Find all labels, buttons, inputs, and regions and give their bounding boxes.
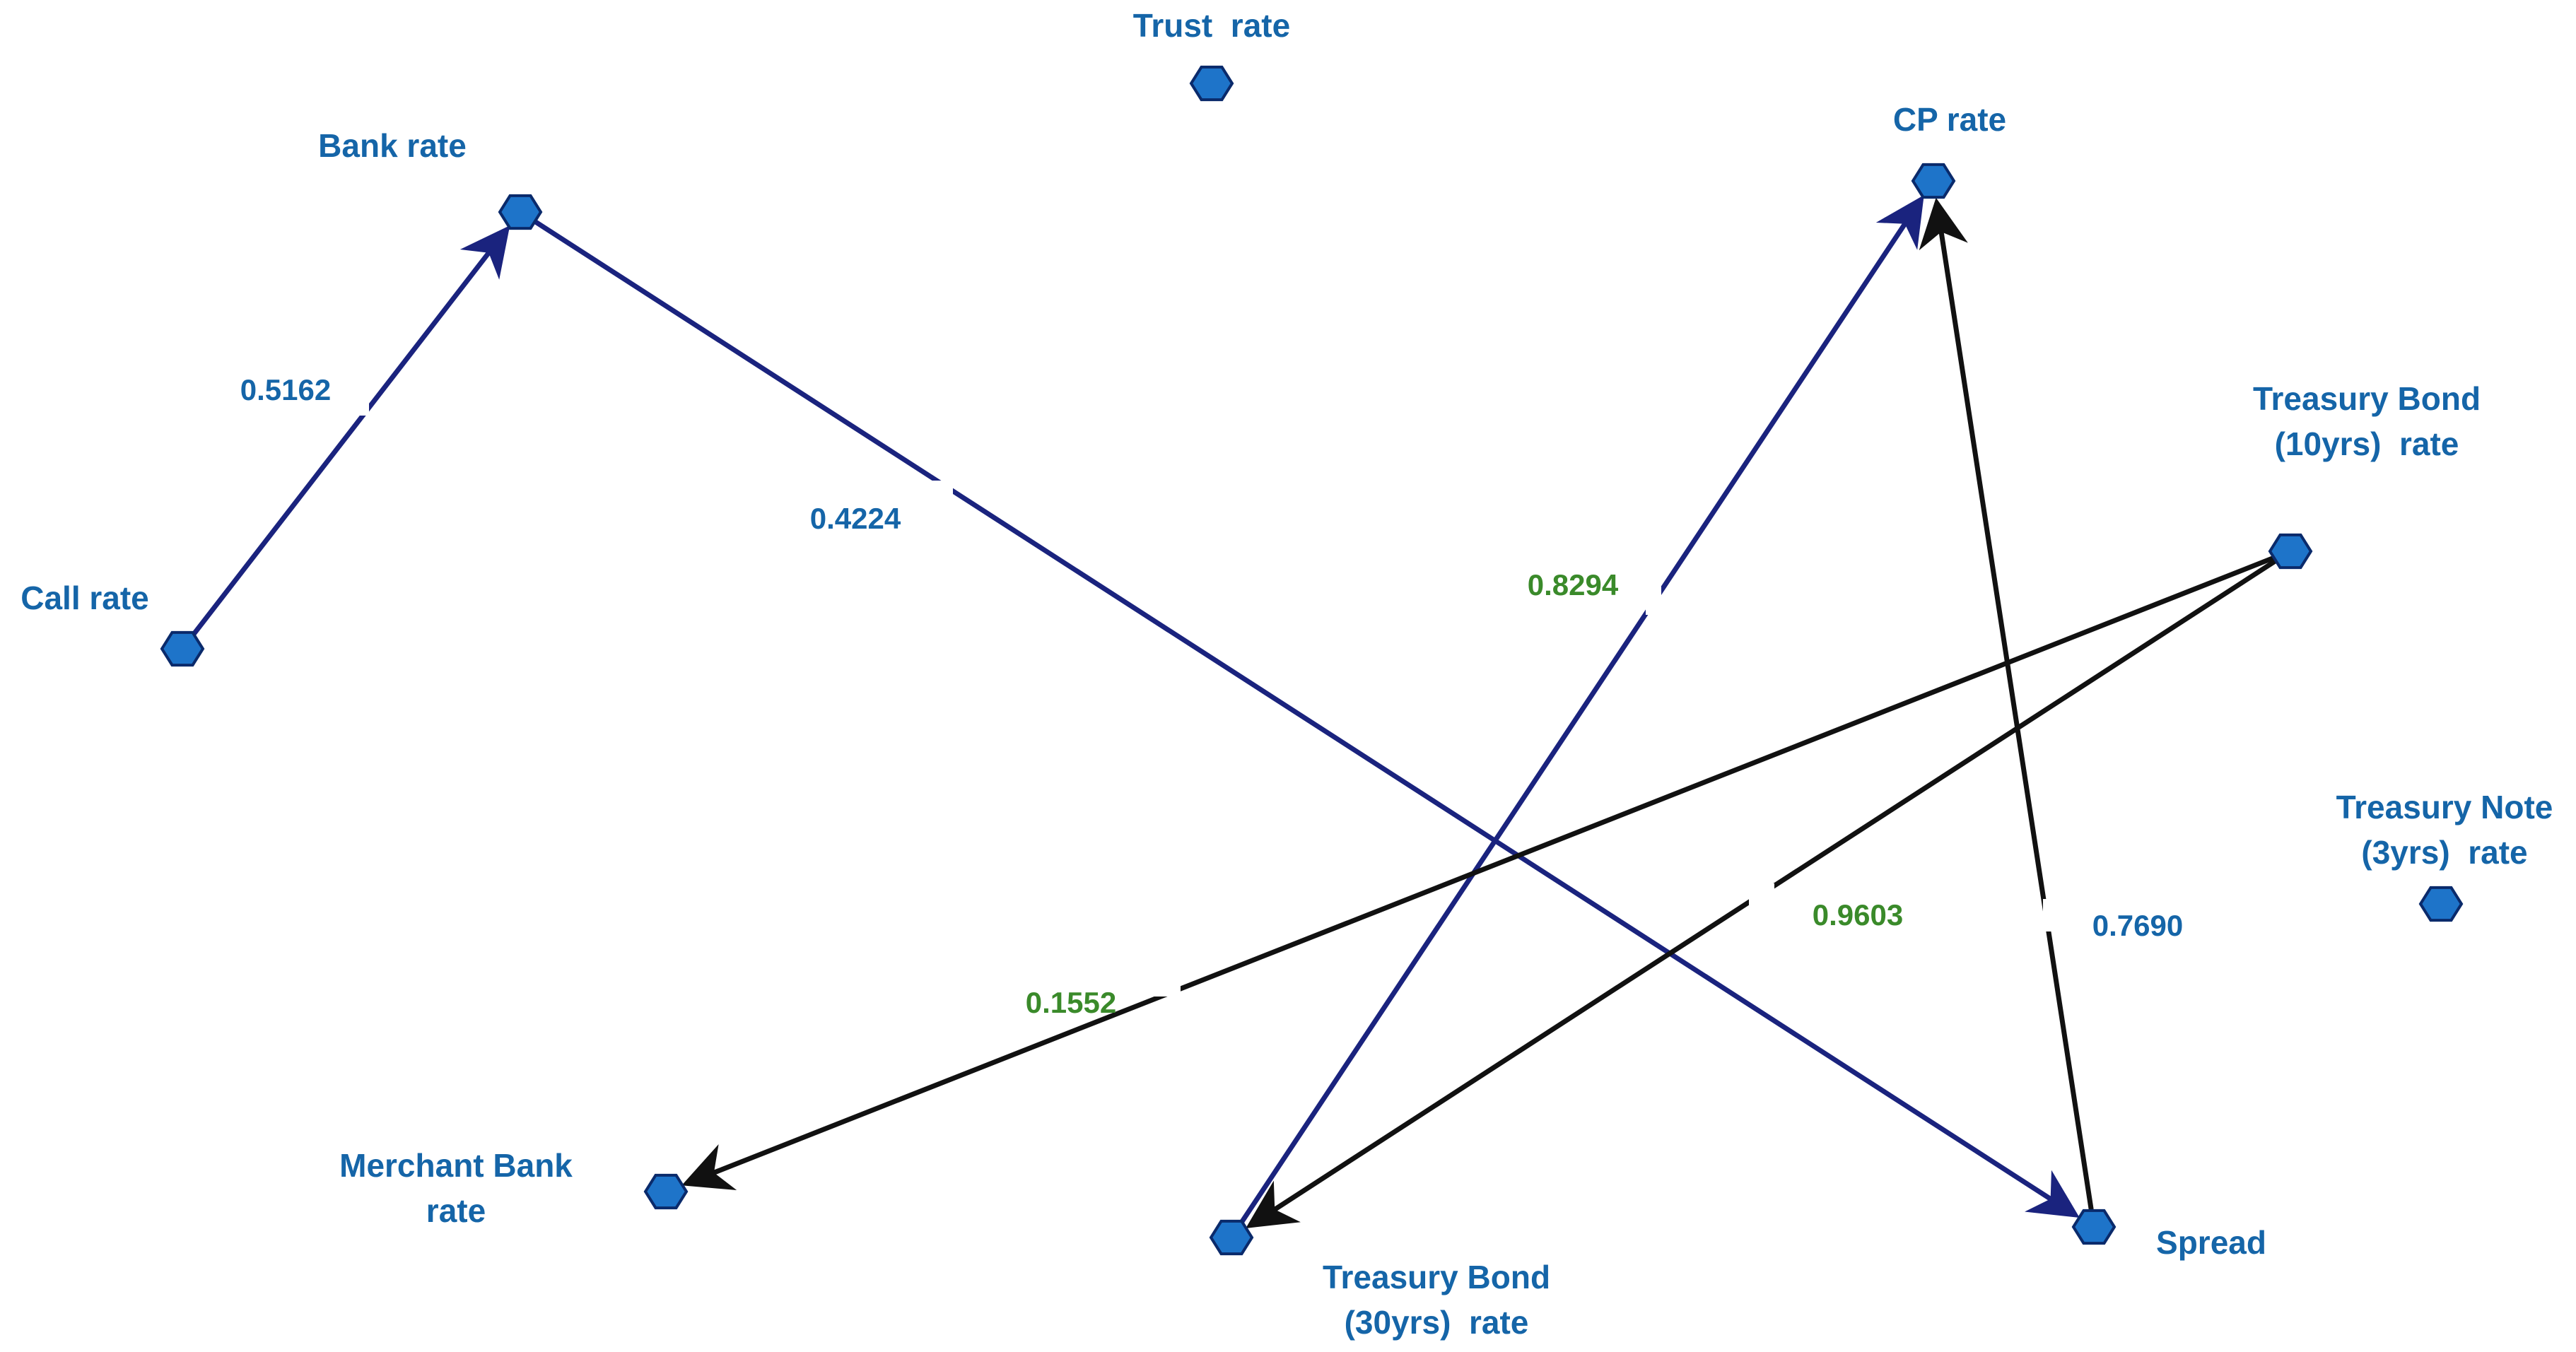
edge-bank-spread bbox=[534, 219, 2080, 1218]
node-labels-layer: Call rate Bank rate Trust rate CP rateTreas… bbox=[21, 7, 2553, 1341]
edge-weight-label: 0.9603 bbox=[1813, 898, 1903, 931]
node-spread[interactable] bbox=[2071, 1209, 2117, 1245]
node-bank[interactable] bbox=[498, 194, 543, 230]
node-label-merchant: rate bbox=[426, 1192, 486, 1229]
node-label-tb30: (30yrs) rate bbox=[1345, 1304, 1529, 1341]
edge-label-gap bbox=[353, 390, 369, 416]
node-label-trust: Trust rate bbox=[1133, 7, 1290, 44]
node-tn3[interactable] bbox=[2418, 886, 2464, 922]
node-label-merchant: Merchant Bank bbox=[339, 1147, 573, 1184]
node-label-cp: CP rate bbox=[1893, 101, 2006, 138]
node-label-tn3: Treasury Note bbox=[2336, 789, 2553, 825]
edge-weight-label: 0.4224 bbox=[810, 502, 901, 535]
edge-label-gap bbox=[932, 481, 953, 500]
edge-call-bank bbox=[191, 225, 510, 637]
edge-spread-cp bbox=[1919, 197, 2094, 1210]
edge-weight-label: 0.1552 bbox=[1026, 986, 1116, 1019]
node-call[interactable] bbox=[160, 630, 205, 667]
node-label-bank: Bank rate bbox=[318, 127, 467, 164]
node-label-tb10: Treasury Bond bbox=[2253, 380, 2481, 417]
edge-label-gap bbox=[1152, 974, 1181, 997]
node-label-tb30: Treasury Bond bbox=[1323, 1259, 1550, 1295]
node-label-tb10: (10yrs) rate bbox=[2275, 425, 2459, 462]
nodes-layer bbox=[160, 65, 2464, 1256]
node-cp[interactable] bbox=[1911, 163, 1956, 199]
node-label-call: Call rate bbox=[21, 580, 149, 616]
node-merchant[interactable] bbox=[643, 1173, 689, 1210]
edge-weight-label: 0.5162 bbox=[240, 373, 331, 406]
node-label-spread: Spread bbox=[2156, 1224, 2266, 1261]
node-tb30[interactable] bbox=[1209, 1219, 1254, 1256]
edges-layer bbox=[191, 194, 2277, 1228]
edge-weight-label: 0.8294 bbox=[1528, 568, 1619, 601]
edge-labels-layer: 0.5162 0.4224 0.8294 0.7690 0.1552 0.9603 bbox=[240, 373, 2183, 1019]
node-label-tn3: (3yrs) rate bbox=[2361, 834, 2527, 871]
node-tb10[interactable] bbox=[2268, 533, 2313, 570]
edge-label-gap bbox=[1749, 883, 1774, 909]
edge-weight-label: 0.7690 bbox=[2092, 909, 2183, 942]
edge-label-gap bbox=[1646, 587, 1661, 615]
node-trust[interactable] bbox=[1189, 65, 1234, 102]
edge-tb10-merchant bbox=[681, 555, 2276, 1191]
edge-tb30-cp bbox=[1239, 194, 1924, 1225]
edge-label-gap bbox=[2043, 899, 2067, 931]
